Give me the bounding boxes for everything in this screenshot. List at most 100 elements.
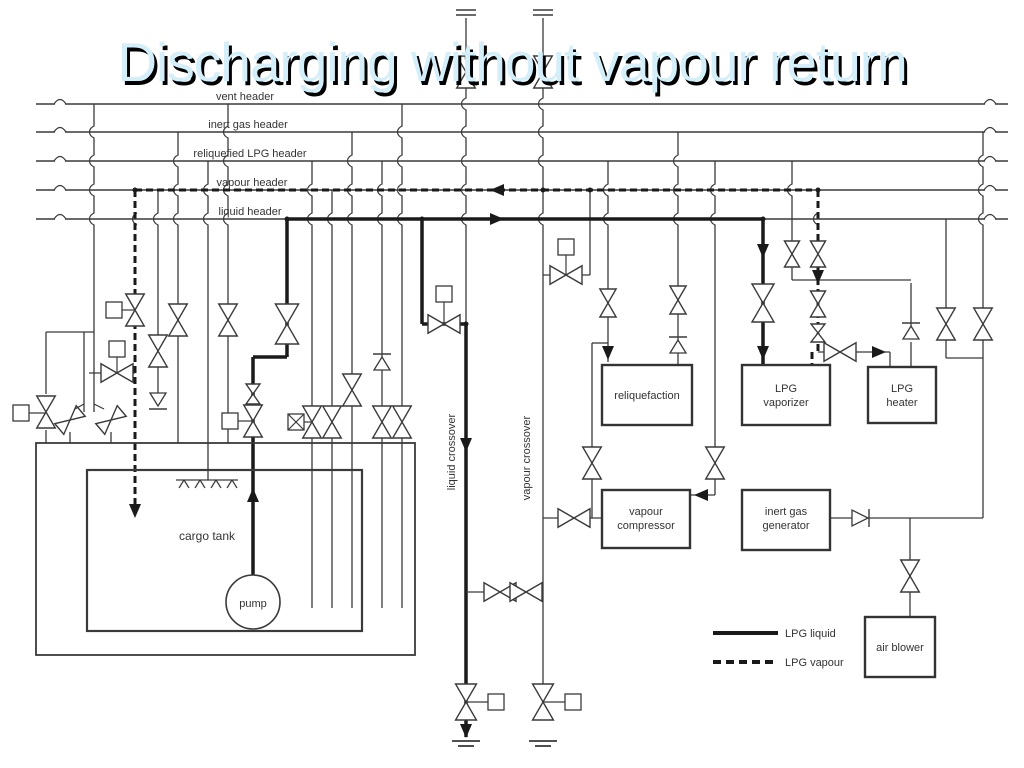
flow-arrow: [757, 346, 769, 360]
valve-icon: [509, 581, 543, 603]
line-break-gap: [55, 188, 65, 192]
diagram-labels: vent header inert gas header reliquefied…: [179, 91, 924, 669]
valve-icon: [783, 240, 801, 268]
line-break-jog: [53, 98, 67, 105]
pipe-line: [199, 479, 206, 489]
valve-actuator-box: [564, 693, 582, 711]
check-valve-icon: [851, 508, 870, 528]
valve-icon: [124, 293, 146, 327]
inert-gas-header-label: inert gas header: [208, 119, 288, 131]
hold-outline: [35, 442, 416, 656]
cargo-tank-outline: [85, 468, 364, 633]
line-break-gap: [985, 188, 995, 192]
inert-gas-generator-box: [740, 488, 832, 552]
valve-icon: [147, 334, 169, 368]
valve-icon: [391, 405, 413, 439]
valve-icon: [274, 303, 300, 345]
lpg-heater-label-2: heater: [886, 397, 918, 409]
valve-actuator-box: [435, 285, 453, 303]
line-break-jog: [983, 213, 997, 220]
line-break-gap: [55, 159, 65, 163]
pipe-line: [226, 479, 233, 489]
pipe-line: [183, 479, 190, 489]
valve-actuator-box: [221, 412, 239, 430]
flow-arrow: [757, 244, 769, 258]
valve-icon: [371, 405, 393, 439]
legend-lpg-liquid-label: LPG liquid: [785, 628, 836, 640]
flow-arrow: [694, 489, 708, 501]
valve-actuator-box: [557, 238, 575, 256]
valve-icon: [668, 285, 688, 315]
line-break-gap: [985, 102, 995, 106]
flow-arrow: [490, 184, 504, 196]
slide-title: Discharging without vapour return: [117, 31, 907, 93]
flow-arrow: [247, 488, 259, 502]
valve-icon: [455, 55, 477, 89]
vapour-crossover-label: vapour crossover: [521, 415, 533, 500]
line-break-gap: [985, 130, 995, 134]
valve-icon: [454, 683, 478, 721]
line-break-gap: [985, 217, 995, 221]
flow-arrow: [812, 270, 824, 284]
valve-icon: [598, 288, 618, 318]
flow-arrow: [460, 724, 472, 738]
flow-arrow: [602, 346, 614, 360]
vapour-compressor-label-2: compressor: [617, 520, 675, 532]
valve-actuator-box: [108, 340, 126, 358]
valve-icon: [935, 307, 957, 341]
valve-icon: [427, 313, 461, 335]
line-break-gap: [55, 217, 65, 221]
flow-arrow: [872, 346, 886, 358]
reliquefaction-label: reliquefaction: [614, 390, 679, 402]
pipe-line: [74, 403, 85, 410]
valve-icon: [899, 559, 921, 593]
line-break-gap: [55, 130, 65, 134]
pipe-junction: [815, 187, 821, 193]
pipe-junction: [587, 187, 593, 193]
line-break-jog: [983, 126, 997, 133]
line-break-jog: [983, 184, 997, 191]
liquid-crossover-label: liquid crossover: [446, 413, 458, 490]
cargo-tank-label: cargo tank: [179, 529, 236, 543]
inert-gas-generator-label-2: generator: [762, 520, 809, 532]
pump-circle: [225, 574, 281, 630]
valve-actuator-box: [12, 404, 30, 422]
line-break-jog: [53, 126, 67, 133]
valve-icon: [242, 404, 264, 438]
line-break-gap: [985, 159, 995, 163]
pipe-line: [194, 479, 201, 489]
pipe-junction: [419, 216, 425, 222]
lpg-vaporizer-label-2: vaporizer: [763, 397, 809, 409]
pipe-junction: [463, 321, 469, 327]
pipe-junction: [760, 216, 766, 222]
vapour-header-label: vapour header: [217, 177, 288, 189]
pipework-layer: [12, 9, 1008, 747]
liquid-header-label: liquid header: [219, 206, 282, 218]
lpg-heater-label-1: LPG: [891, 383, 913, 395]
valve-icon: [972, 307, 994, 341]
valve-icon: [321, 405, 343, 439]
pipe-line: [93, 403, 105, 410]
pump-label: pump: [239, 598, 267, 610]
pipe-line: [210, 479, 217, 489]
valve-icon: [53, 404, 87, 436]
valve-icon: [549, 264, 583, 286]
reliquefaction-box: [600, 363, 694, 427]
valve-icon: [809, 290, 827, 318]
air-blower-box: [863, 615, 937, 679]
reliquefied-lpg-header-label: reliquefied LPG header: [193, 148, 306, 160]
pipe-line: [215, 479, 222, 489]
line-break-jog: [53, 184, 67, 191]
pipe-junction: [132, 187, 138, 193]
valve-icon: [341, 373, 363, 407]
legend-lpg-vapour-label: LPG vapour: [785, 657, 844, 669]
line-break-jog: [53, 155, 67, 162]
flow-arrow: [460, 438, 472, 452]
flow-arrow: [129, 504, 141, 518]
line-break-jog: [983, 155, 997, 162]
valve-icon: [100, 362, 134, 384]
line-break-gap: [55, 102, 65, 106]
lpg-vaporizer-box: [740, 363, 832, 427]
air-blower-label: air blower: [876, 642, 924, 654]
